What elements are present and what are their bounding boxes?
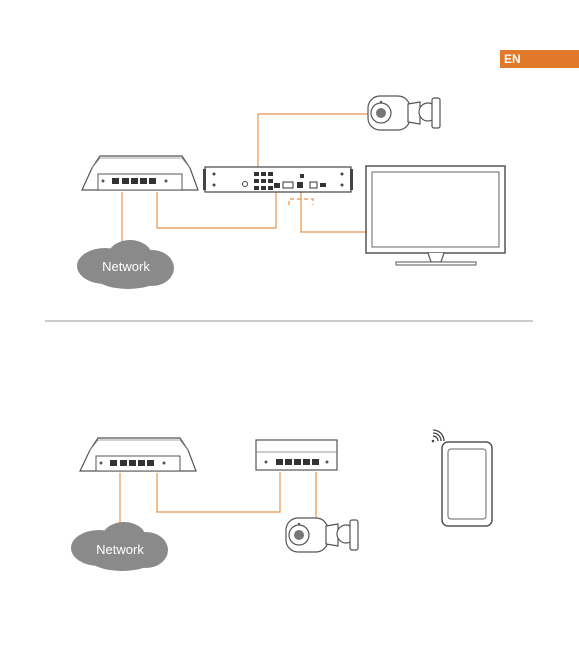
- nvr-recorder-icon: [203, 167, 353, 192]
- network-label: Network: [96, 542, 144, 557]
- smartphone-icon: [442, 442, 492, 526]
- monitor-icon: [366, 166, 505, 265]
- security-camera-icon: [368, 96, 440, 130]
- network-cloud-icon: Network: [71, 522, 168, 571]
- router-icon: [82, 156, 198, 190]
- security-camera-icon: [286, 518, 358, 552]
- network-cloud-icon: Network: [77, 240, 174, 289]
- network-switch-icon: [256, 440, 337, 470]
- wifi-icon: [432, 430, 444, 442]
- router-icon: [80, 438, 196, 471]
- network-label: Network: [102, 259, 150, 274]
- bottom-connection-lines: [120, 472, 316, 532]
